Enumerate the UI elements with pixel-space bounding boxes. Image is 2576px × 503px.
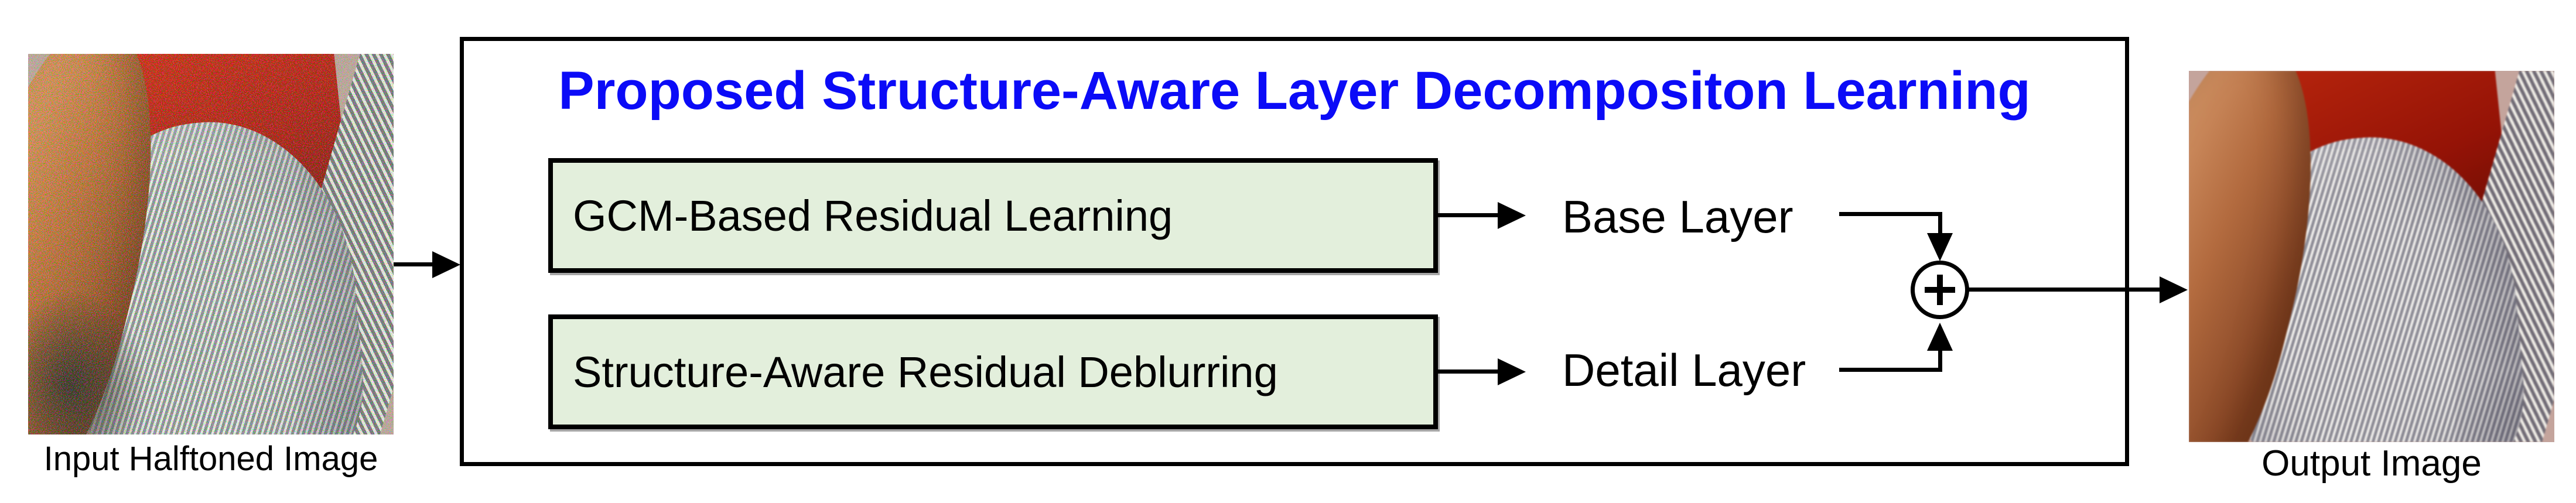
connector-base-horizontal	[1839, 212, 1942, 216]
halftone-noise-overlay	[28, 54, 394, 434]
arrowhead-base-into-sum	[1927, 233, 1953, 261]
arrow-line-box1	[1438, 213, 1499, 217]
output-image-caption: Output Image	[2261, 443, 2482, 484]
arrow-line-output	[1967, 288, 2161, 292]
connector-base-vertical	[1938, 212, 1942, 235]
connector-detail-horizontal	[1839, 368, 1942, 372]
output-image	[2189, 71, 2554, 442]
input-halftoned-image	[28, 54, 394, 434]
input-image-caption: Input Halftoned Image	[43, 440, 378, 478]
arrowhead-output	[2160, 276, 2188, 303]
module-box-structure-aware-deblurring: Structure-Aware Residual Deblurring	[548, 314, 1438, 429]
base-layer-label: Base Layer	[1562, 191, 1793, 242]
arrowhead-input	[432, 251, 460, 278]
arrowhead-box2	[1498, 358, 1526, 385]
output-scene	[2189, 71, 2554, 442]
arrowhead-detail-into-sum	[1927, 323, 1953, 351]
arrow-line-input	[394, 262, 435, 266]
module-label-deblurring: Structure-Aware Residual Deblurring	[573, 347, 1278, 396]
plus-vertical-bar	[1937, 275, 1943, 305]
sum-plus-icon	[1911, 261, 1969, 319]
arrow-line-box2	[1438, 369, 1499, 374]
module-label-gcm: GCM-Based Residual Learning	[573, 191, 1173, 240]
arrowhead-box1	[1498, 202, 1526, 229]
input-scene	[28, 54, 394, 434]
module-box-gcm-residual-learning: GCM-Based Residual Learning	[548, 158, 1438, 273]
connector-detail-vertical	[1938, 350, 1942, 372]
detail-layer-label: Detail Layer	[1562, 344, 1806, 396]
framework-title: Proposed Structure-Aware Layer Decomposi…	[558, 61, 2031, 121]
